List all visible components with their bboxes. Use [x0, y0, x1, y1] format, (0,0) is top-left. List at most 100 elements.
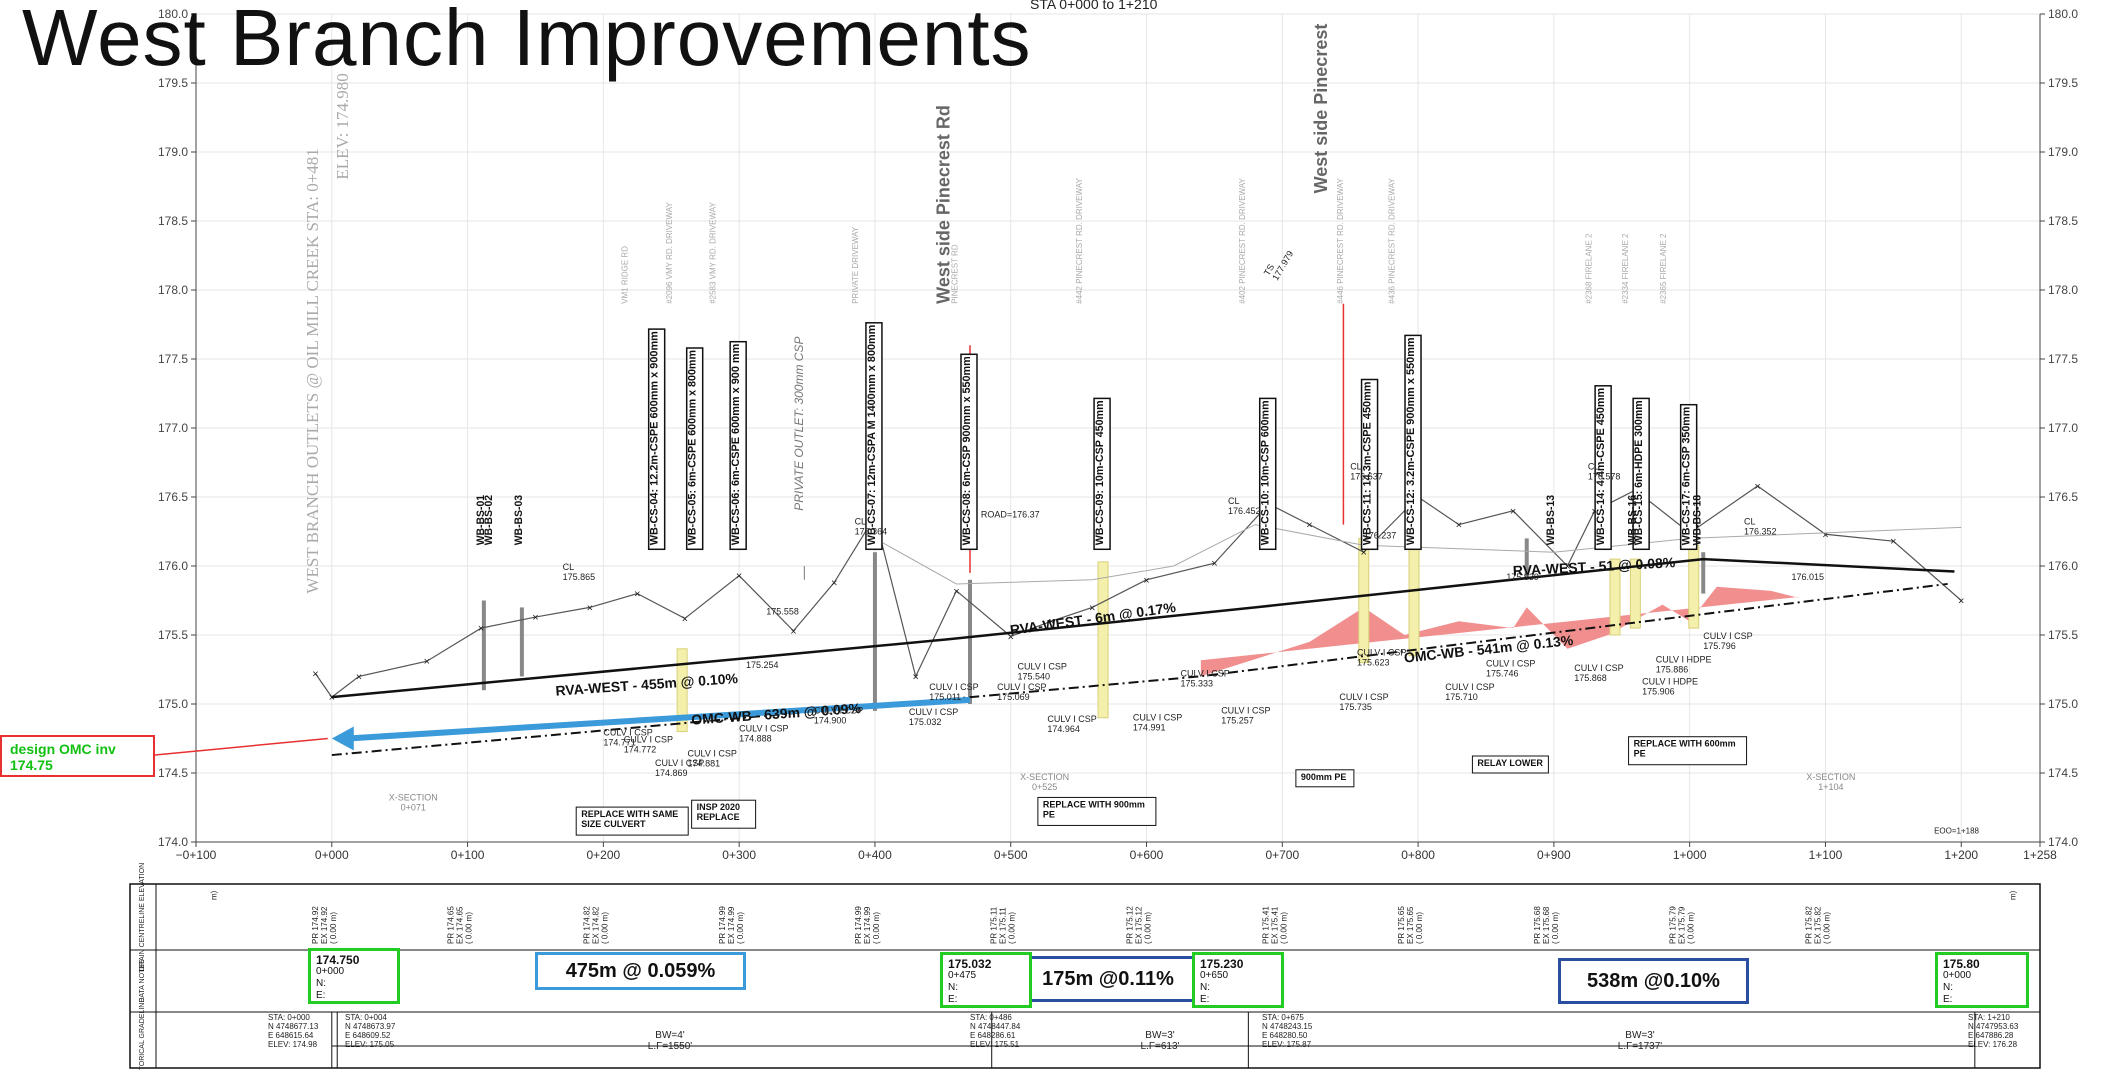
green-note-4: 175.80 0+000 N: E:	[1935, 952, 2029, 1008]
green-note-4-n: N:	[1943, 982, 1953, 993]
callout-box	[1295, 769, 1355, 788]
x-tick-label: 1+200	[1944, 848, 1978, 862]
elevation-cell-text: PR 174.99	[854, 906, 863, 944]
structure-label-box	[1632, 397, 1650, 551]
y-tick-label-right: 176.0	[2048, 559, 2078, 573]
green-note-1-sta: 0+000	[316, 966, 345, 977]
green-note-1-e: E:	[316, 990, 326, 1001]
centerline-label: 176.015	[1792, 572, 1825, 582]
borehole-label: WB-BS-02	[483, 495, 495, 545]
hist-mid-2: BW=3' L.F=613'	[1120, 1030, 1200, 1052]
table-edge-label: m)	[2009, 890, 2018, 900]
elevation-cell-text: ( 0.00 m)	[1279, 912, 1288, 944]
slope-note-3-text: 538m @0.10%	[1587, 969, 1720, 992]
west-side-label-2: West side Pinecrest	[1311, 24, 1331, 194]
elevation-cell-text: PR 175.11	[990, 906, 999, 944]
driveway-label: VM1 RIDGE RD	[620, 246, 629, 304]
ground-point-marker: ×	[1048, 616, 1054, 628]
hist-point-3: STA: 0+486 N 4748447.84 E 648286.61 ELEV…	[970, 1013, 1021, 1049]
x-tick-label: 0+500	[994, 848, 1028, 862]
y-tick-label-left: 177.0	[158, 421, 188, 435]
borehole-label: WB-BS-13	[1545, 495, 1557, 545]
y-tick-label-left: 174.0	[158, 835, 188, 849]
x-tick-label: 0+600	[1130, 848, 1164, 862]
hist-point-1: STA: 0+000 N 4748677.13 E 648615.64 ELEV…	[268, 1013, 319, 1049]
table-row-label: DATA NOTES	[139, 959, 146, 1003]
elevation-cell-text: ( 0.00 m)	[329, 912, 338, 944]
elevation-cell-text: EX 174.99	[727, 906, 736, 944]
elevation-cell-text: PR 174.92	[311, 906, 320, 944]
x-tick-label: −0+100	[176, 848, 217, 862]
table-row-label: DRAIN CENTRELINE ELEVATION	[139, 863, 146, 971]
y-tick-label-right: 178.5	[2048, 214, 2078, 228]
elevation-cell-text: ( 0.00 m)	[872, 912, 881, 944]
ground-point-marker: ×	[736, 571, 742, 583]
elevation-cell-text: PR 174.65	[447, 906, 456, 944]
green-note-3-n: N:	[1200, 982, 1210, 993]
structure-label-box	[1679, 403, 1698, 551]
y-tick-label-right: 179.5	[2048, 76, 2078, 90]
structure-label-box	[729, 340, 747, 551]
ground-point-marker: ×	[912, 671, 918, 683]
green-note-2: 175.032 0+475 N: E:	[940, 952, 1032, 1008]
y-tick-label-right: 174.5	[2048, 766, 2078, 780]
y-tick-label-left: 175.5	[158, 628, 188, 642]
hist-mid-3-bw: BW=3'	[1625, 1030, 1655, 1041]
green-note-1: 174.750 0+000 N: E:	[308, 948, 400, 1004]
survey-post	[481, 600, 486, 691]
ground-point-marker: ×	[329, 692, 335, 704]
y-tick-label-right: 177.0	[2048, 421, 2078, 435]
driveway-label: #446 PINECREST RD. DRIVEWAY	[1336, 177, 1345, 303]
x-tick-label: 0+800	[1401, 848, 1435, 862]
elevation-cell-text: PR 175.79	[1669, 906, 1678, 944]
y-tick-label-left: 175.0	[158, 697, 188, 711]
x-tick-label: 1+258	[2023, 848, 2057, 862]
elevation-cell-text: PR 175.65	[1397, 906, 1406, 944]
driveway-label: #2096 VMY RD. DRIVEWAY	[665, 201, 674, 303]
callout-box	[1037, 796, 1157, 826]
hist-mid-3: BW=3' L.F=1737'	[1600, 1030, 1680, 1052]
green-note-2-n: N:	[948, 982, 958, 993]
elevation-cell-text: ( 0.00 m)	[1822, 912, 1831, 944]
structure-label-box	[865, 322, 883, 551]
ground-point-marker: ×	[1361, 547, 1367, 559]
y-tick-label-left: 176.5	[158, 490, 188, 504]
slope-note-1: 475m @ 0.059%	[535, 952, 746, 990]
structure-label: WB-CS-14: 4.4m-CSPE 450mm	[1595, 388, 1607, 546]
culvert-bar	[1408, 537, 1420, 657]
structure-label-box	[1360, 378, 1379, 551]
slope-note-2-text: 175m @0.11%	[1042, 967, 1174, 990]
ground-point-marker: ×	[1008, 631, 1014, 643]
borehole-label: WB-BS-01	[475, 495, 487, 545]
green-note-3-sta: 0+650	[1200, 970, 1229, 981]
y-tick-label-left: 178.5	[158, 214, 188, 228]
elevation-cell-text: PR 175.12	[1126, 906, 1135, 944]
x-tick-label: 0+200	[587, 848, 621, 862]
centerline-label: 175.939	[1506, 572, 1539, 582]
x-tick-label: 0+900	[1537, 848, 1571, 862]
y-tick-label-left: 179.5	[158, 76, 188, 90]
slope-note-1-text: 475m @ 0.059%	[565, 959, 716, 982]
culvert-bar	[1629, 558, 1641, 629]
structure-label-box	[1404, 334, 1422, 551]
x-tick-label: 1+100	[1809, 848, 1843, 862]
driveway-label: #442 PINECREST RD. DRIVEWAY	[1075, 177, 1084, 303]
y-tick-label-left: 174.5	[158, 766, 188, 780]
structure-label-box	[1594, 385, 1612, 551]
structure-label: WB-CS-07: 12m-CSPA M 1400mm x 800mm	[866, 325, 878, 546]
